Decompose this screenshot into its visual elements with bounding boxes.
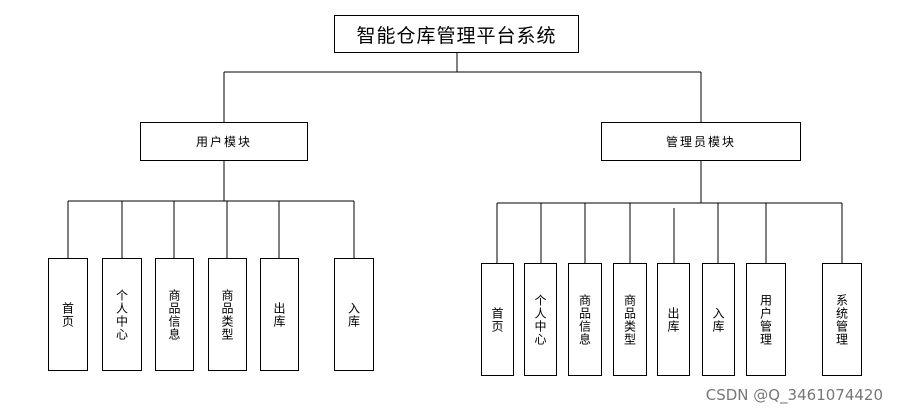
user-module-node: 用户模块 xyxy=(140,122,308,161)
user-leaf-home: 首页 xyxy=(48,258,88,371)
user-leaf-profile: 个人中心 xyxy=(102,258,142,371)
admin-leaf-profile: 个人中心 xyxy=(524,263,557,376)
root-node: 智能仓库管理平台系统 xyxy=(334,15,579,53)
admin-leaf-user-management: 用户管理 xyxy=(746,263,786,376)
admin-leaf-system-management: 系统管理 xyxy=(822,263,862,376)
user-leaf-outbound: 出库 xyxy=(260,258,299,371)
admin-leaf-outbound: 出库 xyxy=(657,263,690,376)
watermark-text: CSDN @Q_3461074420 xyxy=(705,386,883,404)
admin-leaf-inbound: 入库 xyxy=(702,263,735,376)
admin-leaf-product-info: 商品信息 xyxy=(568,263,602,376)
admin-leaf-product-type: 商品类型 xyxy=(613,263,647,376)
user-leaf-product-type: 商品类型 xyxy=(208,258,247,371)
admin-leaf-home: 首页 xyxy=(481,263,514,376)
user-leaf-inbound: 入库 xyxy=(334,258,374,371)
user-leaf-product-info: 商品信息 xyxy=(155,258,194,371)
admin-module-node: 管理员模块 xyxy=(601,122,801,161)
